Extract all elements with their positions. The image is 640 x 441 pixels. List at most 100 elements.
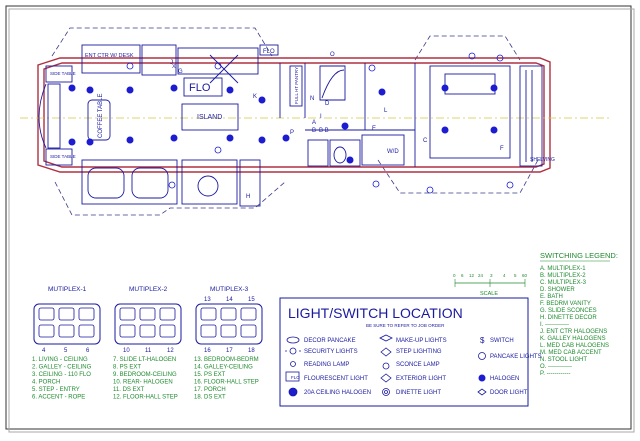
multiplex-item: 16. FLOOR-HALL STEP <box>194 380 259 386</box>
multiplex-bottom-number: 17 <box>226 348 233 354</box>
multiplex-item: 7. SLIDE LT-HALOGEN <box>113 357 176 363</box>
legend-item: A. MULTIPLEX-1 <box>540 266 586 272</box>
multiplex-item: 5. STEP - ENTRY <box>32 387 80 393</box>
legend-item: L. MED CAB HALOGENS <box>540 343 609 349</box>
key-title: LIGHT/SWITCH LOCATION <box>288 305 463 321</box>
key-subtitle: BE SURE TO REFER TO JOB ORDER <box>366 323 445 328</box>
key-item: MAKE-UP LIGHTS <box>396 338 447 344</box>
key-item: 20A CEILING HALOGEN <box>304 390 371 396</box>
switch-a-label: A <box>312 120 316 126</box>
scale-tick-label: 24 <box>478 273 484 278</box>
multiplex-switch[interactable] <box>58 307 75 321</box>
switch-bb-label: B B <box>319 128 329 134</box>
switch-j-label: J <box>170 60 173 66</box>
multiplex-switch[interactable] <box>220 307 237 321</box>
scale-tick-label: 4 <box>503 273 506 278</box>
multiplex-switch[interactable] <box>240 307 257 321</box>
multiplex-top-number: 14 <box>226 297 233 303</box>
multiplex-panels: MUTIPLEX-1 4 5 6 1. LIVING - CEILING 2. GALLE… <box>32 286 263 401</box>
multiplex-switch[interactable] <box>159 307 176 321</box>
legend-item: K. GALLEY HALOGENS <box>540 336 606 342</box>
key-item: SCONCE LAMP <box>396 362 440 368</box>
multiplex-switch[interactable] <box>200 324 217 338</box>
multiplex-switch[interactable] <box>78 324 95 338</box>
multiplex-item: 12. FLOOR-HALL STEP <box>113 395 178 401</box>
multiplex-item: 1. LIVING - CEILING <box>32 357 88 363</box>
multiplex-bottom-number: 6 <box>86 348 90 354</box>
side-table-top-label: SIDE TABLE <box>50 71 76 76</box>
key-item: SECURITY LIGHTS <box>304 349 358 355</box>
multiplex-switch[interactable] <box>139 324 156 338</box>
multiplex-item: 13. BEDROOM-BEDRM <box>194 357 259 363</box>
switch-e-label: E <box>372 126 376 132</box>
legend-item: E. BATH <box>540 294 563 300</box>
key-item: PANCAKE LIGHTS <box>490 354 542 360</box>
legend-item: N. STOOL LIGHT <box>540 357 587 363</box>
scale-tick-label: 60 <box>522 273 528 278</box>
multiplex-item: 11. DS EXT <box>113 387 145 393</box>
island-label: ISLAND <box>197 114 222 121</box>
multiplex-item: 6. ACCENT - ROPE <box>32 395 85 401</box>
multiplex-switch[interactable] <box>119 324 136 338</box>
multiplex-switch[interactable] <box>78 307 95 321</box>
legend-item: M. MED CAB ACCENT <box>540 350 602 356</box>
scale-tick-label: 3 <box>490 273 493 278</box>
multiplex-switch[interactable] <box>159 324 176 338</box>
scale-tick-label: 0 <box>453 273 456 278</box>
multiplex-bottom-number: 4 <box>42 348 46 354</box>
coffee-table-label: COFFEE TABLE <box>98 94 104 138</box>
multiplex-bottom-number: 10 <box>123 348 130 354</box>
legend-items: A. MULTIPLEX-1B. MULTIPLEX-2C. MULTIPLEX… <box>540 266 609 377</box>
multiplex-switch[interactable] <box>139 307 156 321</box>
switch-c-label: C <box>423 138 428 144</box>
switch-l-label: L <box>384 108 388 114</box>
multiplex-item: 17. PORCH <box>194 387 226 393</box>
multiplex-switch[interactable] <box>58 324 75 338</box>
multiplex-switch[interactable] <box>240 324 257 338</box>
key-item: FLOURESCENT LIGHT <box>304 376 368 382</box>
wd-label: W/D <box>387 149 399 155</box>
floor-plan: ENT CTR W/ DESK X FLO FLO ISLAND SIDE TA… <box>20 27 610 216</box>
multiplex-title: MUTIPLEX-1 <box>48 286 87 293</box>
pantry-label: FULL HT PANTRY <box>294 67 299 104</box>
multiplex-switch[interactable] <box>220 324 237 338</box>
multiplex-switch[interactable] <box>200 307 217 321</box>
multiplex-title: MUTIPLEX-3 <box>210 286 249 293</box>
interior <box>38 44 543 207</box>
multiplex-bottom-number: 11 <box>145 348 152 354</box>
multiplex-switch[interactable] <box>119 307 136 321</box>
multiplex-item: 2. GALLEY - CEILING <box>32 365 92 371</box>
multiplex-bottom-number: 5 <box>64 348 68 354</box>
flo-symbol: FLO <box>291 375 300 380</box>
multiplex-switch[interactable] <box>38 307 55 321</box>
legend-item: I. ------------ <box>540 322 569 328</box>
flo-center-label: FLO <box>189 82 211 94</box>
multiplex-item: 14. GALLEY-CEILING <box>194 365 253 371</box>
multiplex-title: MUTIPLEX-2 <box>129 286 168 293</box>
multiplex-item: 15. PS EXT <box>194 372 226 378</box>
multiplex-top-number: 15 <box>248 297 255 303</box>
legend-item: J. ENT CTR HALOGENS <box>540 329 607 335</box>
key-symbols-col3: $ <box>477 336 487 396</box>
multiplex-bottom-number: 12 <box>167 348 174 354</box>
light-switch-key: LIGHT/SWITCH LOCATION BE SURE TO REFER T… <box>279 297 542 407</box>
key-item: EXTERIOR LIGHT <box>396 376 446 382</box>
multiplex-item: 3. CEILING - 110 FLO <box>32 372 91 378</box>
multiplex-switch[interactable] <box>38 324 55 338</box>
multiplex-top-number: 13 <box>204 297 211 303</box>
switching-legend: SWITCHING LEGEND: A. MULTIPLEX-1B. MULTI… <box>540 251 618 377</box>
legend-title: SWITCHING LEGEND: <box>540 251 618 260</box>
switch-symbol: $ <box>480 336 485 345</box>
side-table-bottom-label: SIDE TABLE <box>50 154 76 159</box>
switch-f-label: F <box>500 146 504 152</box>
scale-tick-label: 12 <box>469 273 475 278</box>
switch-b-label: B <box>312 128 316 134</box>
multiplex-switch-panel <box>33 303 101 345</box>
legend-item: P. ------------ <box>540 371 571 377</box>
